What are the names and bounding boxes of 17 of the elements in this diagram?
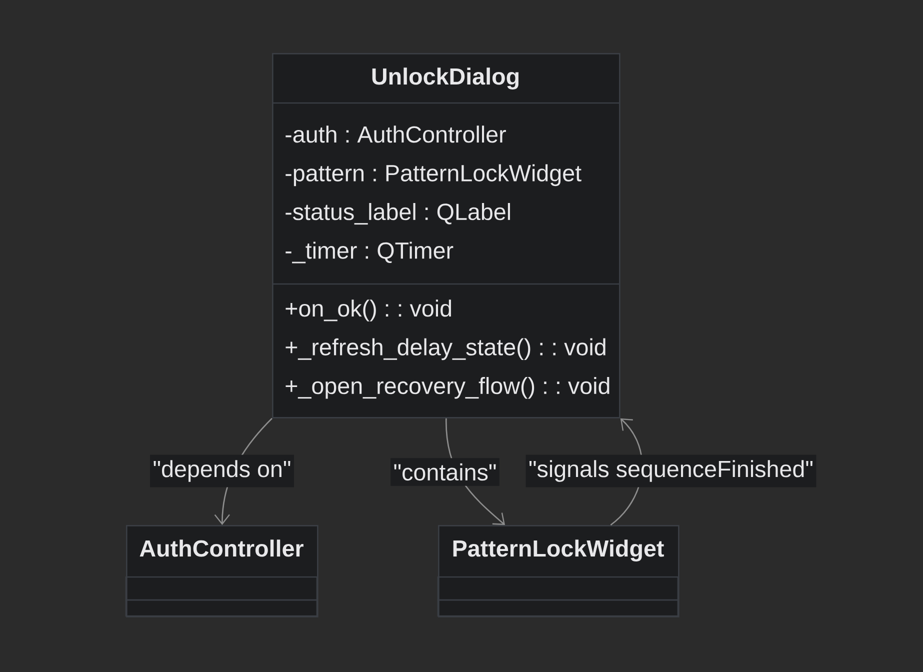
compartment — [437, 576, 679, 601]
compartment — [125, 599, 318, 617]
compartment — [437, 599, 679, 617]
member-text: -_timer : QTimer — [286, 242, 454, 264]
class-name: PatternLockWidget — [453, 540, 664, 562]
member-text: +_open_recovery_flow() : : void — [286, 377, 610, 399]
edge-label: "contains" — [390, 458, 500, 486]
member-text: +on_ok() : : void — [286, 300, 452, 322]
member-text: +_refresh_delay_state() : : void — [286, 338, 606, 360]
edge-label: "signals sequenceFinished" — [526, 454, 816, 488]
member-text: -auth : AuthController — [286, 126, 506, 143]
compartment — [125, 576, 318, 601]
class-name: AuthController — [140, 540, 304, 557]
edge-label: "depends on" — [150, 454, 294, 488]
member-text: -pattern : PatternLockWidget — [286, 164, 582, 186]
member-text: -status_label : QLabel — [286, 203, 510, 225]
class-name: UnlockDialog — [372, 68, 518, 90]
